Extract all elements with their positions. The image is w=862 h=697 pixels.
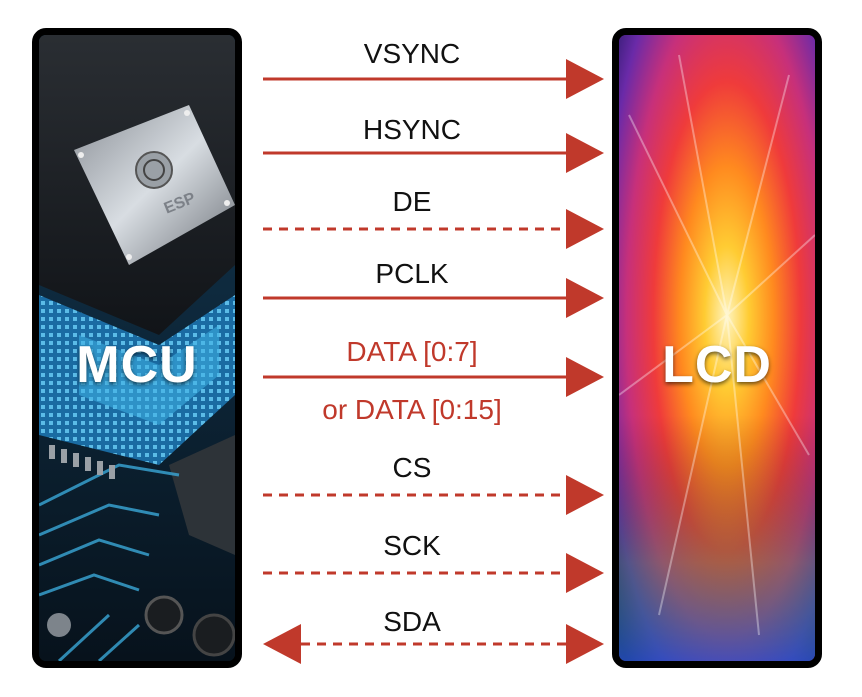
lcd-panel: LCD [612, 28, 822, 668]
arrow-head-de [566, 209, 604, 249]
arrow-head-data [566, 357, 604, 397]
arrow-head-hsync [566, 133, 604, 173]
mcu-panel: MCU ESP [32, 28, 242, 668]
colorful-display-image [619, 35, 815, 661]
circuit-board-image [39, 35, 235, 661]
signal-label-sck: SCK [383, 530, 441, 561]
signal-label-data-alt: or DATA [0:15] [322, 394, 502, 425]
signal-label-cs: CS [392, 452, 432, 483]
signal-label-vsync: VSYNC [363, 38, 461, 69]
arrow-head-cs [566, 475, 604, 515]
arrow-head-sda [566, 624, 604, 664]
signal-label-sda: SDA [383, 606, 441, 637]
signal-label-de: DE [392, 186, 432, 217]
signal-label-data: DATA [0:7] [346, 336, 478, 367]
signal-label-pclk: PCLK [375, 258, 449, 289]
lcd-label: LCD [662, 336, 772, 394]
arrow-head-sck [566, 553, 604, 593]
arrow-head-left-sda [263, 624, 301, 664]
arrow-head-pclk [566, 278, 604, 318]
mcu-label: MCU [76, 336, 198, 394]
arrow-head-vsync [566, 59, 604, 99]
signal-label-hsync: HSYNC [362, 114, 461, 145]
